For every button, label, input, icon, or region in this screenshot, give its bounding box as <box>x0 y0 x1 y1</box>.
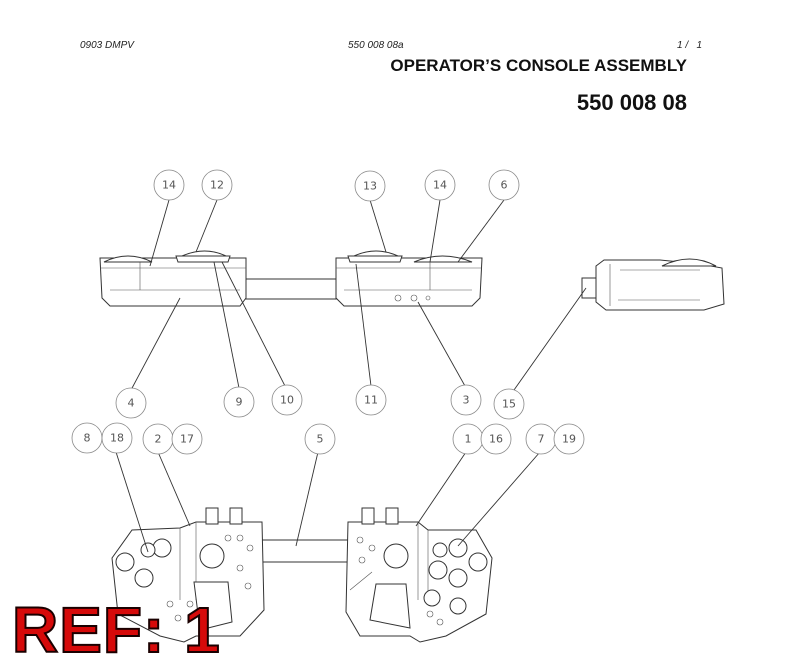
part-number: 550 008 08 <box>576 90 687 115</box>
svg-text:7: 7 <box>538 433 545 446</box>
page-indicator: 1 / 1 <box>677 40 703 51</box>
callout-19: 19 <box>553 423 585 455</box>
callout-7: 7 <box>525 423 557 455</box>
console-end-view <box>595 259 725 311</box>
drawing-code: 550 008 08a <box>348 40 404 51</box>
callout-13: 13 <box>354 170 386 202</box>
console-top-view <box>111 507 493 643</box>
callout-12: 12 <box>201 169 233 201</box>
callout-14-right: 14 <box>424 169 456 201</box>
callout-4: 4 <box>115 387 147 419</box>
svg-text:19: 19 <box>562 433 576 446</box>
left-joystick-base <box>175 255 231 263</box>
callout-16: 16 <box>480 423 512 455</box>
callout-9: 9 <box>223 386 255 418</box>
ref-label: REF: 1 <box>11 594 221 666</box>
svg-text:14: 14 <box>162 179 176 192</box>
callout-1: 1 <box>452 423 484 455</box>
callout-5: 5 <box>304 423 336 455</box>
callout-8: 8 <box>71 422 103 454</box>
svg-text:9: 9 <box>236 396 243 409</box>
console-side-view <box>99 250 725 311</box>
left-pod-side <box>99 257 247 307</box>
svg-text:11: 11 <box>364 394 378 407</box>
svg-text:4: 4 <box>128 397 135 410</box>
right-joystick-base <box>347 255 403 263</box>
callout-2: 2 <box>142 423 174 455</box>
svg-text:15: 15 <box>502 398 516 411</box>
svg-text:14: 14 <box>433 179 447 192</box>
svg-text:18: 18 <box>110 432 124 445</box>
svg-text:17: 17 <box>180 433 194 446</box>
callout-11: 11 <box>355 384 387 416</box>
crossbar-side <box>243 278 337 300</box>
svg-text:6: 6 <box>501 179 508 192</box>
page-title: OPERATOR’S CONSOLE ASSEMBLY <box>390 56 687 75</box>
callout-14-left: 14 <box>153 169 185 201</box>
crossbar-top <box>261 539 353 563</box>
callout-18: 18 <box>101 422 133 454</box>
svg-text:16: 16 <box>489 433 503 446</box>
svg-text:8: 8 <box>84 432 91 445</box>
callout-10: 10 <box>271 384 303 416</box>
svg-text:2: 2 <box>155 433 162 446</box>
leader-lines <box>115 199 587 553</box>
svg-text:10: 10 <box>280 394 294 407</box>
svg-text:3: 3 <box>463 394 470 407</box>
right-pod-side <box>335 257 483 307</box>
callout-17: 17 <box>171 423 203 455</box>
svg-text:13: 13 <box>363 180 377 193</box>
svg-text:1: 1 <box>465 433 472 446</box>
callout-3: 3 <box>450 384 482 416</box>
callout-6: 6 <box>488 169 520 201</box>
svg-text:5: 5 <box>317 433 324 446</box>
callout-15: 15 <box>493 388 525 420</box>
svg-text:12: 12 <box>210 179 224 192</box>
right-console-top <box>345 521 493 643</box>
document-code: 0903 DMPV <box>80 40 134 51</box>
